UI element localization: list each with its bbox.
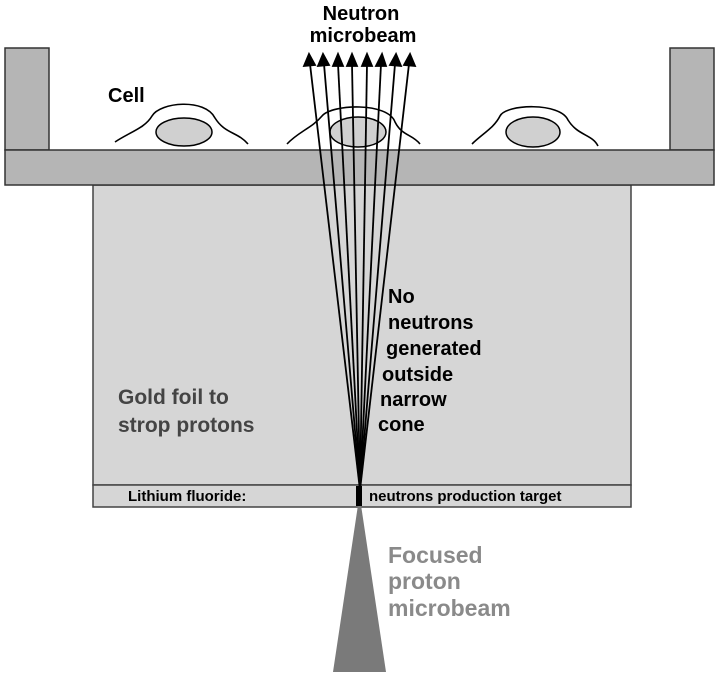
- neutron-ray-arrow: [345, 51, 359, 67]
- proton-beam-label-line-3: microbeam: [388, 595, 511, 621]
- cone-note-line-6: cone: [378, 414, 425, 436]
- left-wall: [4, 47, 50, 151]
- title-line-2: microbeam: [310, 25, 417, 47]
- neutron-ray: [351, 63, 361, 491]
- title-line-1: Neutron: [323, 3, 400, 25]
- proton-beam-label-line-2: proton: [388, 568, 461, 594]
- cone-note-line-4: outside: [382, 364, 453, 386]
- cell-label: Cell: [108, 85, 145, 107]
- neutron-ray-arrow: [402, 51, 417, 68]
- neutron-beam-lines: [302, 51, 417, 491]
- neutron-ray: [359, 63, 368, 491]
- cone-note-line-2: neutrons: [388, 312, 474, 334]
- cone-note-line-3: generated: [386, 338, 482, 360]
- neutron-ray-arrow: [331, 51, 345, 67]
- cell-left: [114, 103, 249, 147]
- target-right-label: neutrons production target: [369, 488, 562, 505]
- gold-foil-label-line-2: strop protons: [118, 414, 255, 437]
- neutron-ray-arrow: [316, 51, 331, 68]
- neutron-ray: [359, 63, 396, 491]
- proton-beam-cone: [333, 505, 386, 672]
- cone-note-line-1: No: [388, 286, 415, 308]
- neutron-ray-arrow: [374, 51, 388, 67]
- neutron-ray: [337, 63, 361, 491]
- neutron-ray-arrow: [360, 51, 374, 67]
- neutron-ray: [359, 63, 382, 491]
- right-wall: [669, 47, 715, 151]
- neutron-ray: [323, 63, 361, 491]
- neutron-ray: [309, 63, 361, 491]
- beam-focus-point: [356, 486, 362, 506]
- cell-right: [471, 105, 599, 148]
- neutron-ray-arrow: [302, 51, 317, 68]
- neutron-ray: [359, 63, 410, 491]
- cone-note-line-5: narrow: [380, 389, 447, 411]
- dish-base-plate: [4, 149, 715, 186]
- neutron-ray-arrow: [388, 51, 403, 68]
- gold-foil-label-line-1: Gold foil to: [118, 386, 229, 409]
- proton-beam-label-line-1: Focused: [388, 542, 483, 568]
- target-left-label: Lithium fluoride:: [128, 488, 246, 505]
